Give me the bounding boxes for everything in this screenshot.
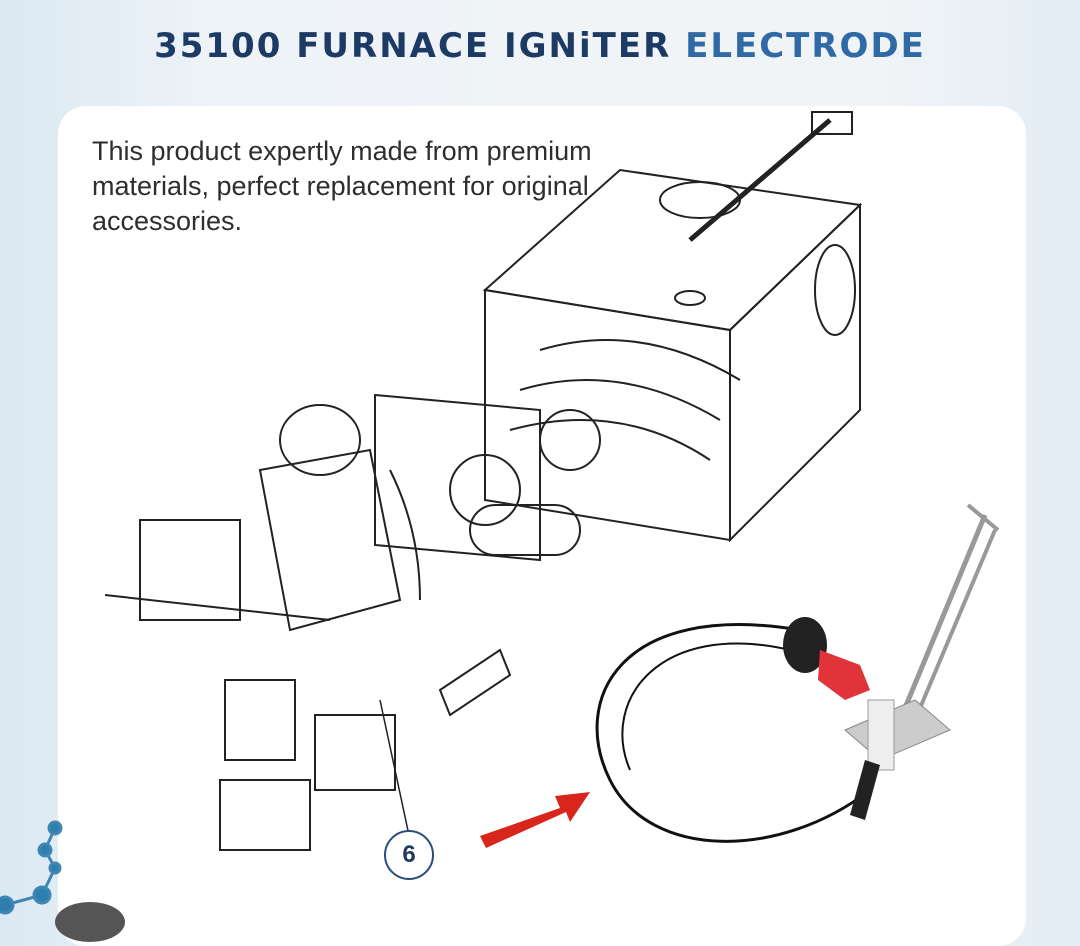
blower-assembly bbox=[104, 404, 512, 851]
molecule-decoration bbox=[0, 820, 63, 915]
exploded-furnace-diagram bbox=[0, 111, 1000, 915]
part-callout-number: 6 bbox=[384, 830, 434, 880]
title-main: 35100 FURNACE IGNiTER bbox=[154, 26, 672, 66]
product-description: This product expertly made from premium … bbox=[92, 136, 592, 236]
red-arrow-icon bbox=[480, 792, 590, 848]
igniter-electrode-photo bbox=[595, 503, 1000, 843]
furnace-housing bbox=[374, 111, 863, 562]
product-title: 35100 FURNACE IGNiTER ELECTRODE bbox=[0, 26, 1080, 66]
title-accent: ELECTRODE bbox=[685, 26, 926, 66]
floating-button-shadow bbox=[55, 902, 125, 942]
